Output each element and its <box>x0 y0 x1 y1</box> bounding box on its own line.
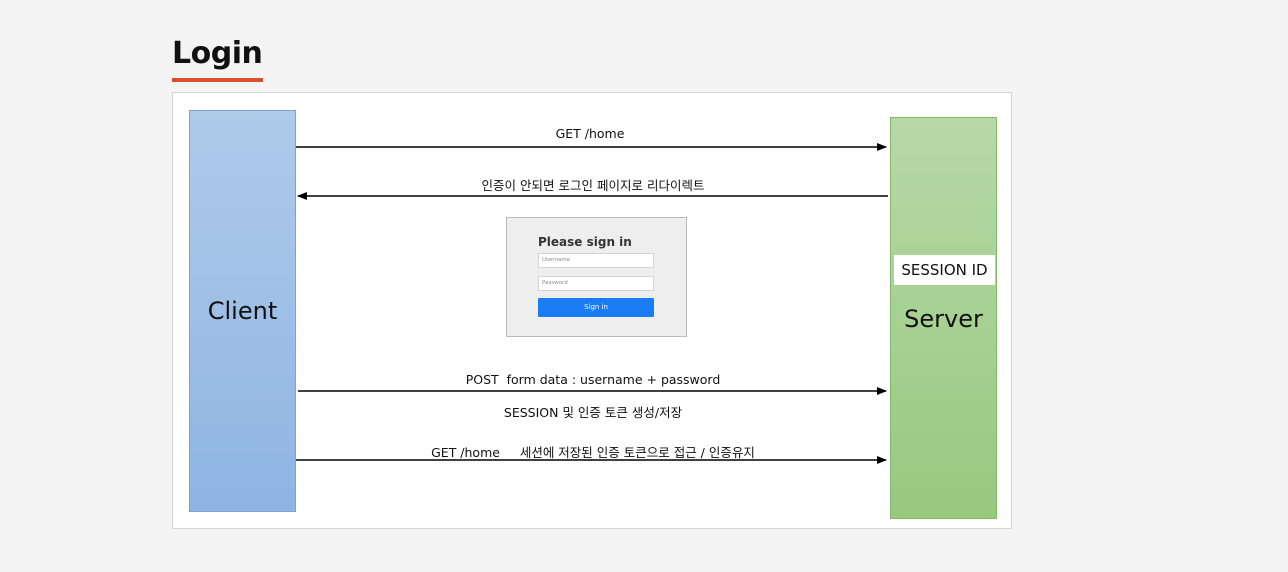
login-form-heading: Please sign in <box>538 235 632 249</box>
label-post-form: POST form data : username + password <box>465 372 721 387</box>
client-lifeline <box>189 110 296 512</box>
username-field[interactable]: Username <box>538 253 654 268</box>
label-get-home: GET /home <box>555 126 625 141</box>
session-id-chip: SESSION ID <box>894 255 995 285</box>
label-session-create: SESSION 및 인증 토큰 생성/저장 <box>503 405 683 420</box>
title-underline <box>172 78 263 82</box>
page-title: Login <box>172 36 263 71</box>
password-field[interactable]: Password <box>538 276 654 291</box>
server-lifeline <box>890 117 997 519</box>
server-label: Server <box>904 305 983 333</box>
client-label: Client <box>207 297 278 325</box>
sign-in-button[interactable]: Sign in <box>538 298 654 317</box>
label-redirect: 인증이 안되면 로그인 페이지로 리다이렉트 <box>481 178 705 193</box>
label-get-home-session: GET /home 세션에 저장된 인증 토큰으로 접근 / 인증유지 <box>431 445 755 460</box>
